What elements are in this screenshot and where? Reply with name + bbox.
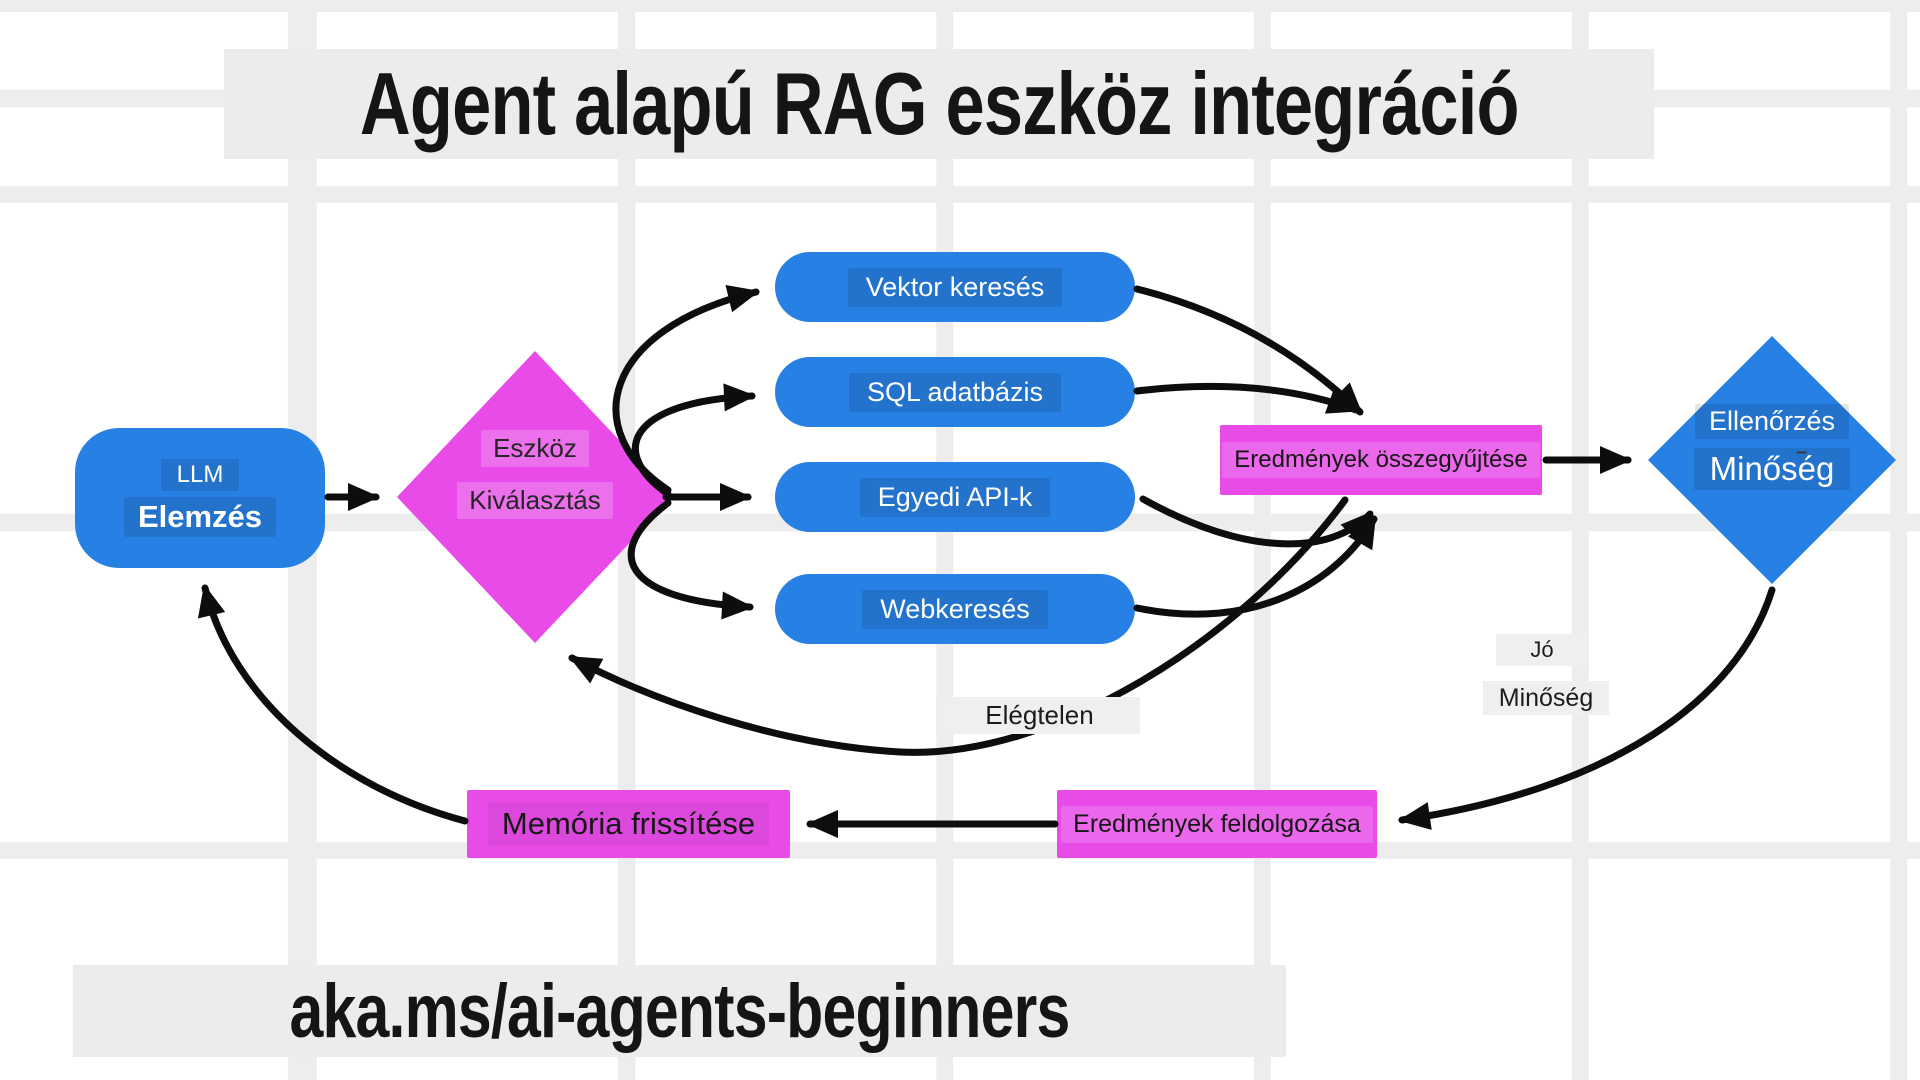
tool-selection-labels: Eszköz Kiválasztás xyxy=(397,430,673,519)
insufficient-text: Elégtelen xyxy=(985,700,1094,730)
quality-check-label-bottom: Minőség xyxy=(1693,448,1851,490)
good-quality-text-2: Minőség xyxy=(1498,683,1594,712)
edge-label-insufficient: Elégtelen xyxy=(939,697,1140,734)
node-sql-database: SQL adatbázis xyxy=(775,357,1135,427)
tool-selection-label-top: Eszköz xyxy=(481,430,589,467)
edge-label-good-quality-line2: Minőség xyxy=(1483,681,1609,715)
llm-label-top: LLM xyxy=(160,459,240,491)
footer-banner: aka.ms/ai-agents-beginners xyxy=(73,965,1286,1057)
arrow-update-memory-to-llm xyxy=(197,584,469,825)
page-title: Agent alapú RAG eszköz integráció xyxy=(359,54,1520,153)
custom-apis-label: Egyedi API-k xyxy=(859,477,1051,517)
tool-selection-label-bottom: Kiválasztás xyxy=(457,482,613,519)
web-search-label: Webkeresés xyxy=(862,589,1048,629)
arrow-sql-database-to-aggregate xyxy=(1133,382,1360,414)
quality-check-label-top: Ellenőrzés xyxy=(1694,404,1850,439)
arrow-vector-search-to-aggregate xyxy=(1133,285,1364,416)
node-aggregate-results: Eredmények összegyűjtése xyxy=(1220,425,1542,495)
node-web-search: Webkeresés xyxy=(775,574,1135,644)
node-vector-search: Vektor keresés xyxy=(775,252,1135,322)
node-process-results: Eredmények feldolgozása xyxy=(1057,790,1377,858)
update-memory-label: Memória frissítése xyxy=(487,802,770,846)
node-update-memory: Memória frissítése xyxy=(467,790,790,858)
footer-link-text: aka.ms/ai-agents-beginners xyxy=(289,968,1070,1054)
title-banner: Agent alapú RAG eszköz integráció xyxy=(224,49,1654,159)
aggregate-results-label: Eredmények összegyűjtése xyxy=(1222,442,1540,478)
arrow-web-search-to-aggregate xyxy=(1133,515,1378,618)
node-llm-analysis: LLM Elemzés xyxy=(75,428,325,568)
vector-search-label: Vektor keresés xyxy=(847,267,1063,307)
quality-check-labels: Ellenőrzés Minőség xyxy=(1648,404,1896,490)
arrow-custom-apis-to-aggregate xyxy=(1139,495,1374,548)
quality-check-separator-dash: – xyxy=(1796,441,1808,463)
node-custom-apis: Egyedi API-k xyxy=(775,462,1135,532)
good-quality-text-1: Jó xyxy=(1530,637,1554,662)
process-results-label: Eredmények feldolgozása xyxy=(1061,805,1373,843)
llm-label-bottom: Elemzés xyxy=(123,497,277,537)
sql-database-label: SQL adatbázis xyxy=(848,372,1062,412)
edge-label-good-quality-line1: Jó xyxy=(1496,634,1588,666)
